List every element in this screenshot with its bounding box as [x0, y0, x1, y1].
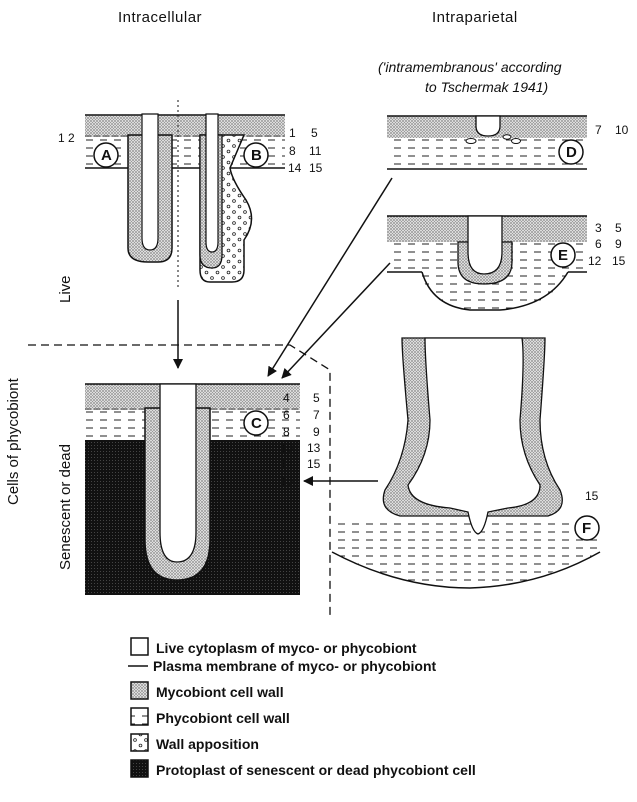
- panel-e-number: 3: [595, 221, 602, 235]
- header-intraparietal: Intraparietal: [432, 9, 518, 26]
- arrow-e-to-c: [282, 263, 390, 378]
- panel-b-number: 5: [311, 126, 318, 140]
- panel-d-number: 7: [595, 123, 602, 137]
- legend-text-cytoplasm: Live cytoplasm of myco- or phycobiont: [156, 640, 417, 656]
- panel-c-number: 15: [307, 457, 321, 471]
- panel-c-number: 13: [307, 441, 321, 455]
- legend-text-membrane: Plasma membrane of myco- or phycobiont: [153, 658, 437, 674]
- panel-d-number: 10: [615, 123, 629, 137]
- panel-e-label: E: [558, 247, 568, 264]
- legend: Live cytoplasm of myco- or phycobiont Pl…: [128, 638, 476, 778]
- panel-e-number: 6: [595, 237, 602, 251]
- side-label-cells: Cells of phycobiont: [5, 377, 22, 505]
- legend-swatch-phycobiont: [131, 708, 148, 725]
- panel-e-number: 9: [615, 237, 622, 251]
- panel-c-number: 6: [283, 408, 290, 422]
- panel-e-number: 5: [615, 221, 622, 235]
- panel-d-label: D: [566, 144, 577, 161]
- side-label-senescent: Senescent or dead: [57, 444, 74, 570]
- legend-text-protoplast: Protoplast of senescent or dead phycobio…: [156, 762, 476, 778]
- side-label-live: Live: [57, 275, 74, 303]
- panel-f: F 15: [332, 338, 600, 588]
- panel-ab: A B 1 2 1 5 8 11 14 15: [58, 100, 323, 290]
- header-intracellular: Intracellular: [118, 9, 202, 26]
- tschermak-note-line1: ('intramembranous' according: [378, 59, 562, 75]
- panel-c-number: 10: [280, 441, 294, 455]
- panel-e-number: 12: [588, 254, 602, 268]
- panel-b-number: 1: [289, 126, 296, 140]
- panel-b-number: 14: [288, 161, 302, 175]
- legend-text-mycobiont: Mycobiont cell wall: [156, 684, 284, 700]
- panel-c: C 4 5 6 7 8 9 10 13 14 15 16: [85, 384, 321, 595]
- legend-swatch-apposition: [131, 734, 148, 751]
- panel-e: E 3 5 6 9 12 15: [387, 216, 626, 310]
- legend-text-phycobiont: Phycobiont cell wall: [156, 710, 290, 726]
- panel-f-label: F: [582, 520, 591, 537]
- panel-d: D 7 10: [387, 116, 629, 169]
- panel-a-label: A: [101, 147, 112, 164]
- panel-c-number: 14: [280, 457, 294, 471]
- panel-b-number: 15: [309, 161, 323, 175]
- tschermak-note-line2: to Tschermak 1941): [425, 79, 548, 95]
- panel-c-number: 5: [313, 391, 320, 405]
- panel-a-number: 1 2: [58, 131, 75, 145]
- panel-b-number: 8: [289, 144, 296, 158]
- panel-c-number: 9: [313, 425, 320, 439]
- panel-e-number: 15: [612, 254, 626, 268]
- panel-b-label: B: [251, 147, 262, 164]
- panel-b-number: 11: [309, 144, 322, 158]
- legend-swatch-cytoplasm: [131, 638, 148, 655]
- legend-swatch-mycobiont: [131, 682, 148, 699]
- legend-text-apposition: Wall apposition: [156, 736, 259, 752]
- panel-c-number: 8: [283, 425, 290, 439]
- arrow-d-to-c: [268, 178, 392, 376]
- panel-c-number: 4: [283, 391, 290, 405]
- legend-swatch-protoplast: [131, 760, 148, 777]
- panel-f-number: 15: [585, 489, 599, 503]
- panel-c-number: 16: [280, 474, 294, 488]
- panel-c-label: C: [251, 415, 262, 432]
- panel-c-number: 7: [313, 408, 320, 422]
